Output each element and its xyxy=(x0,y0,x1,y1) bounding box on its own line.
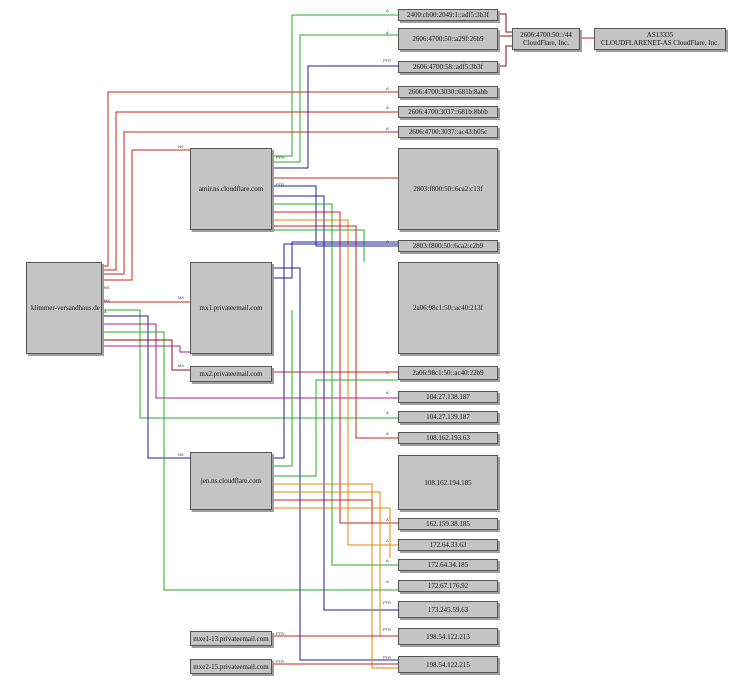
edge-line-23 xyxy=(272,267,398,661)
edge-line-29 xyxy=(272,483,398,669)
node-ip4-108-162-194[interactable]: 108.162.194.185 xyxy=(398,455,498,510)
node-mx2[interactable]: mx2.privateemail.com xyxy=(190,366,272,382)
edge-line-2 xyxy=(102,111,398,271)
node-ip4-104-27-139[interactable]: 104.27.139.187 xyxy=(398,411,498,423)
edge-label-a-origin: A xyxy=(104,309,107,314)
edge-line-10 xyxy=(102,339,190,371)
node-origin-domain[interactable]: klimmer-versandhaus.de xyxy=(26,262,102,354)
edge-label-a-9: A xyxy=(386,410,389,415)
node-ip-2606-58[interactable]: 2606:4700:58::adf5:3b3f xyxy=(398,61,498,73)
edge-label-a-8: A xyxy=(386,390,389,395)
edge-label-a-6: A xyxy=(386,239,389,244)
edge-label-ns-2: NS xyxy=(178,452,184,457)
edge-line-24 xyxy=(272,241,398,279)
edge-line-19 xyxy=(272,211,398,524)
edge-label-mx-1: MX xyxy=(178,295,184,300)
edge-label-ptr-7: PTR xyxy=(383,627,391,632)
node-ip4-172-64-34[interactable]: 172.64.34.185 xyxy=(398,559,498,571)
edge-line-6 xyxy=(102,309,398,419)
edge-line-32 xyxy=(272,507,391,558)
edge-label-ptr-3: PTR xyxy=(383,58,391,63)
edge-line-31 xyxy=(272,499,373,524)
node-ip4-108-162-193[interactable]: 108.162.193.63 xyxy=(398,432,498,444)
edge-label-ptr-4: PTR xyxy=(276,631,284,636)
node-ip4-172-64-33[interactable]: 172.64.33.63 xyxy=(398,539,498,551)
node-mx1[interactable]: mx1.privateemail.com xyxy=(190,262,272,354)
edge-line-30 xyxy=(272,491,398,637)
node-ip-2606-3037[interactable]: 2606:4700:3037::681b:8bbb xyxy=(398,106,498,118)
edge-label-a-7: A xyxy=(386,370,389,375)
edge-line-8 xyxy=(102,323,398,399)
node-ip4-172-67[interactable]: 172.67.176.92 xyxy=(398,580,498,592)
edge-label-a-5: A xyxy=(386,126,389,131)
edge-line-18 xyxy=(272,203,398,566)
node-ip4-173-245[interactable]: 173.245.59.63 xyxy=(398,601,498,618)
node-ip4-198-54-215[interactable]: 198.54.122.215 xyxy=(398,656,498,673)
node-mxe1[interactable]: mxe1-13.privateemail.com xyxy=(190,631,272,646)
edge-line-1 xyxy=(102,91,398,267)
edge-line-22 xyxy=(272,229,365,262)
node-ip-2a06[interactable]: 2a06:98c1:50::ac40:22b9 xyxy=(398,366,498,380)
edge-line-13 xyxy=(272,34,398,163)
edge-label-a-2: A xyxy=(386,30,389,35)
edge-label-a-11: A xyxy=(386,517,389,522)
edge-line-17 xyxy=(272,195,398,611)
edge-line-14 xyxy=(272,65,398,169)
edge-label-ns-origin: NS xyxy=(104,285,110,290)
edge-line-16 xyxy=(272,185,398,247)
edge-line-3 xyxy=(102,131,398,275)
node-ip-2803-big[interactable]: 2803:f800:50::6ca2:c13f xyxy=(398,148,498,230)
edge-line-37 xyxy=(498,45,512,67)
edge-line-27 xyxy=(272,310,293,467)
edge-line-7 xyxy=(102,315,190,459)
node-ip-2606-50[interactable]: 2606:4700:50::a29f:26b9 xyxy=(398,28,498,50)
edge-label-a-14: A xyxy=(386,579,389,584)
edge-line-9 xyxy=(102,331,398,591)
edge-line-36 xyxy=(498,13,512,33)
edge-label-ptr-6: PTR xyxy=(383,600,391,605)
edge-line-4 xyxy=(102,149,190,281)
edge-label-a-12: A xyxy=(386,538,389,543)
node-ns-jen[interactable]: jen.ns.cloudflare.com xyxy=(190,452,272,510)
edge-label-a-13: A xyxy=(386,558,389,563)
edge-label-mx-origin: MX xyxy=(104,298,110,303)
edge-line-28 xyxy=(272,379,398,477)
edge-label-ns-1: NS xyxy=(178,144,184,149)
edge-label-a-4: A xyxy=(386,105,389,110)
edge-label-a-3: A xyxy=(386,86,389,91)
node-ip-2606-3030[interactable]: 2606:4700:3030::681b:8abb xyxy=(398,86,498,98)
node-ip-2606-3037b[interactable]: 2606:4700:3037::ac43:b05c xyxy=(398,126,498,138)
edge-label-ptr-2: PTR xyxy=(276,182,284,187)
edge-label-a-1: A xyxy=(386,8,389,13)
edge-label-ptr-1: PTR xyxy=(276,155,284,160)
node-ns-amir[interactable]: amir.ns.cloudflare.com xyxy=(190,148,272,230)
edge-label-mx-2: MX xyxy=(178,363,184,368)
edge-label-ptr-8: PTR xyxy=(383,655,391,660)
edge-line-12 xyxy=(272,14,398,157)
edge-line-11 xyxy=(102,345,190,353)
node-ip-2a06-big[interactable]: 2a06:98c1:50::ac40:213f xyxy=(398,262,498,354)
edge-line-26 xyxy=(272,243,398,459)
edge-line-21 xyxy=(272,225,398,439)
edge-label-a-10: A xyxy=(386,431,389,436)
node-ip-2400[interactable]: 2400:cb00:2049:1::adf5:3b3f xyxy=(398,9,498,21)
node-ip4-104-27-138[interactable]: 104.27.138.187 xyxy=(398,391,498,403)
edge-line-20 xyxy=(272,219,398,546)
node-ip4-198-54-213[interactable]: 198.54.122.213 xyxy=(398,628,498,645)
node-mxe2[interactable]: mxe2-15.privateemail.com xyxy=(190,659,272,674)
node-ip-2803[interactable]: 2803:f800:50::6ca2:c2b9 xyxy=(398,240,498,252)
edge-label-ptr-5: PTR xyxy=(276,659,284,664)
node-ip4-162-159[interactable]: 162.159.38.185 xyxy=(398,518,498,530)
